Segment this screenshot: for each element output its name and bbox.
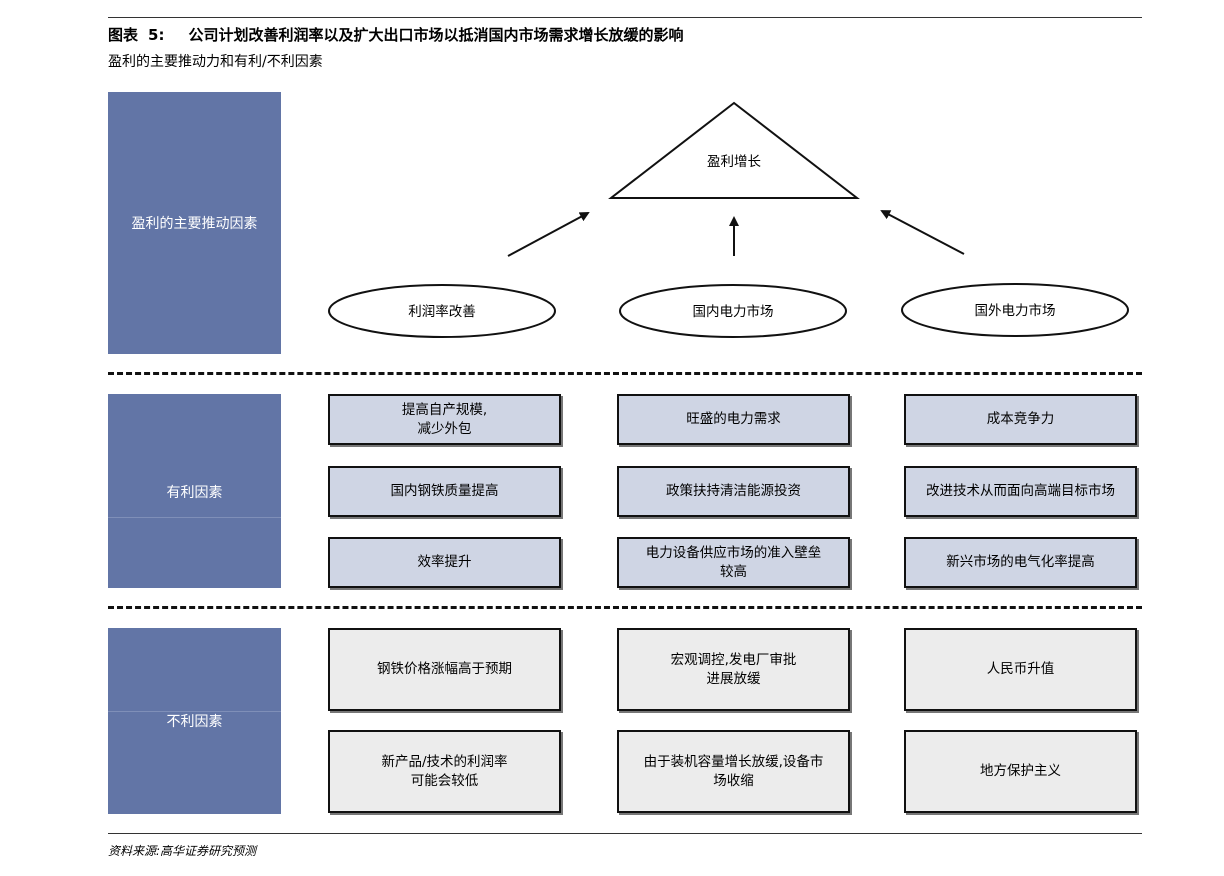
driver-ellipse-domestic xyxy=(619,284,847,338)
unfavorable-box: 由于装机容量增长放缓,设备市 场收缩 xyxy=(617,730,850,813)
sidebar-drivers: 盈利的主要推动因素 xyxy=(108,92,281,354)
unfavorable-box: 地方保护主义 xyxy=(904,730,1137,813)
driver-label-margin: 利润率改善 xyxy=(408,303,476,320)
profit-growth-label: 盈利增长 xyxy=(707,154,761,170)
favorable-box: 效率提升 xyxy=(328,537,561,588)
favorable-box: 改进技术从而面向高端目标市场 xyxy=(904,466,1137,517)
favorable-box: 电力设备供应市场的准入壁垒 较高 xyxy=(617,537,850,588)
driver-label-overseas: 国外电力市场 xyxy=(975,302,1056,319)
profit-growth-triangle xyxy=(608,101,860,199)
favorable-box: 国内钢铁质量提高 xyxy=(328,466,561,517)
sidebar-unfavorable-divider xyxy=(108,711,281,712)
favorable-box: 旺盛的电力需求 xyxy=(617,394,850,445)
sidebar-favorable: 有利因素 xyxy=(108,394,281,588)
favorable-box: 提高自产规模, 减少外包 xyxy=(328,394,561,445)
favorable-box: 政策扶持清洁能源投资 xyxy=(617,466,850,517)
driver-ellipse-margin xyxy=(328,284,556,338)
figure-number: 5: xyxy=(148,26,165,44)
driver-label-domestic: 国内电力市场 xyxy=(693,303,774,320)
sidebar-unfavorable-label: 不利因素 xyxy=(166,714,223,730)
favorable-box: 成本竞争力 xyxy=(904,394,1137,445)
favorable-box: 新兴市场的电气化率提高 xyxy=(904,537,1137,588)
arrow-right xyxy=(880,210,965,255)
top-rule xyxy=(108,17,1142,18)
figure-label: 图表 xyxy=(108,26,139,44)
sidebar-drivers-label: 盈利的主要推动因素 xyxy=(131,216,258,232)
figure-subtitle: 盈利的主要推动力和有利/不利因素 xyxy=(108,54,323,70)
figure-title-text: 公司计划改善利润率以及扩大出口市场以抵消国内市场需求增长放缓的影响 xyxy=(188,26,684,44)
arrow-left xyxy=(507,212,590,257)
sidebar-favorable-divider xyxy=(108,517,281,518)
unfavorable-box: 钢铁价格涨幅高于预期 xyxy=(328,628,561,711)
figure-title: 图表 5: 公司计划改善利润率以及扩大出口市场以抵消国内市场需求增长放缓的影响 xyxy=(108,24,683,45)
sidebar-favorable-label: 有利因素 xyxy=(166,485,223,501)
unfavorable-box: 宏观调控,发电厂审批 进展放缓 xyxy=(617,628,850,711)
sidebar-unfavorable: 不利因素 xyxy=(108,628,281,814)
driver-ellipse-overseas xyxy=(901,283,1129,337)
bottom-rule xyxy=(108,833,1142,834)
unfavorable-box: 新产品/技术的利润率 可能会较低 xyxy=(328,730,561,813)
section-separator-1 xyxy=(108,372,1142,375)
unfavorable-box: 人民币升值 xyxy=(904,628,1137,711)
source-note: 资料来源:高华证券研究预测 xyxy=(108,844,257,858)
section-separator-2 xyxy=(108,606,1142,609)
